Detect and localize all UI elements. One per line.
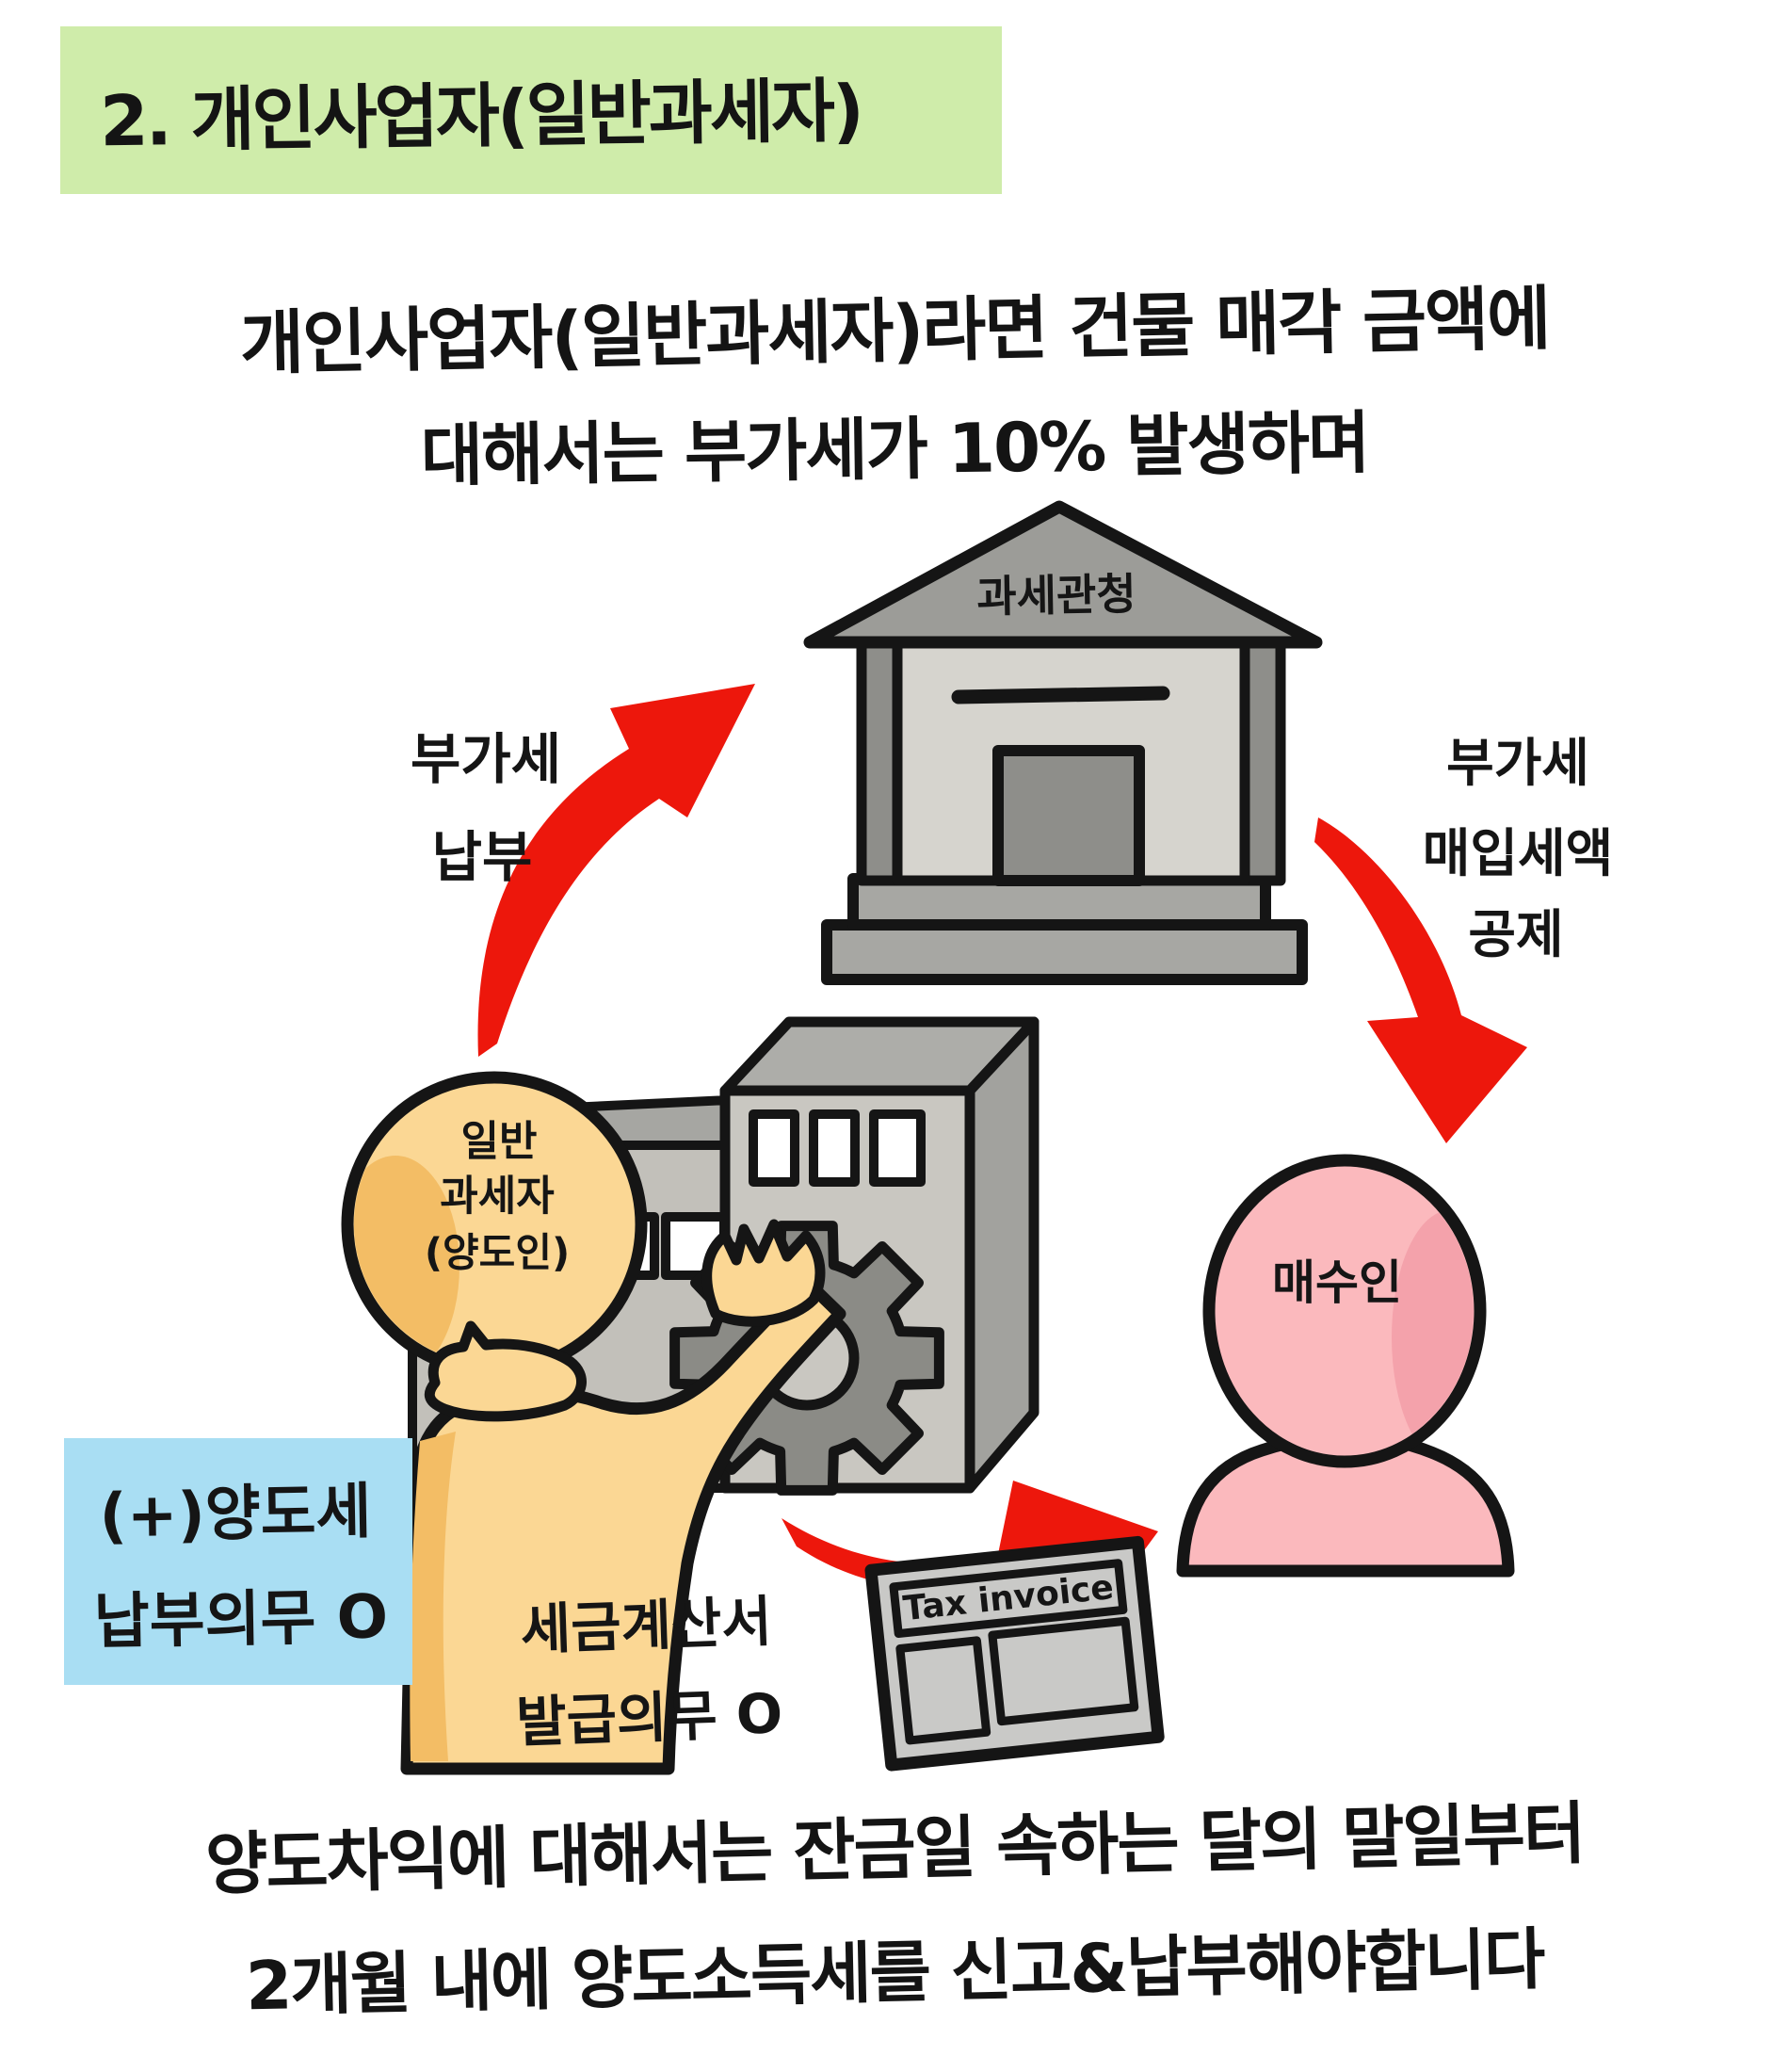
- invoice-cell-left: [895, 1636, 991, 1745]
- building-roof: [803, 500, 1323, 649]
- vat-deduction-label-1: 부가세: [1446, 733, 1589, 793]
- building-sign-line: [951, 686, 1170, 704]
- seller-label-3: (양도인): [425, 1230, 570, 1276]
- invoice-duty-line2: 발급의무 O: [515, 1681, 783, 1755]
- factory-side-face: [964, 1016, 1040, 1494]
- tax-office-label: 과세관청: [976, 569, 1136, 623]
- transfer-tax-note-line1: (+)양도세: [99, 1477, 372, 1551]
- invoice-duty-line1: 세금계산서: [520, 1589, 773, 1661]
- buyer-head-shade: [1392, 1210, 1474, 1455]
- buyer-figure: 매수인: [1176, 1154, 1515, 1578]
- tax-office-building: 과세관청: [803, 500, 1323, 985]
- building-door: [992, 745, 1145, 886]
- building-base-upper: [847, 873, 1271, 931]
- vat-deduction-label-2: 매입세액: [1423, 823, 1613, 883]
- seller-label-1: 일반: [461, 1118, 538, 1166]
- transfer-tax-note-box: [64, 1438, 412, 1685]
- factory-window-3: [869, 1109, 926, 1187]
- vat-payment-label-1: 부가세: [411, 727, 561, 791]
- seller-body-shade: [410, 1432, 456, 1761]
- seller-thumb-hand: [424, 1320, 587, 1422]
- transfer-tax-note: (+)양도세 납부의무 O: [64, 1438, 412, 1685]
- vat-deduction-label-3: 공제: [1468, 904, 1563, 964]
- vat-payment-label-2: 납부: [432, 825, 533, 889]
- invoice-title-bar: [889, 1559, 1128, 1639]
- seller-figure: 일반 과세자 (양도인): [341, 1071, 846, 1775]
- buyer-label: 매수인: [1272, 1255, 1402, 1310]
- building-base-lower: [821, 919, 1308, 985]
- transfer-tax-note-line2: 납부의무 O: [93, 1582, 388, 1657]
- factory-window-2: [809, 1109, 860, 1187]
- section-header-box: 2. 개인사업자(일반과세자): [60, 26, 1002, 194]
- seller-label-2: 과세자: [440, 1173, 554, 1221]
- invoice-cell-right: [988, 1616, 1139, 1726]
- seller-hand: [701, 1219, 826, 1327]
- arrow-vat-deduction: [1314, 817, 1527, 1143]
- factory-window-1: [749, 1109, 799, 1187]
- invoice-duty-label: 세금계산서 발급의무 O: [515, 1589, 783, 1755]
- arrow-vat-payment: [477, 684, 755, 1057]
- tax-invoice-document: Tax invoice: [864, 1535, 1165, 1772]
